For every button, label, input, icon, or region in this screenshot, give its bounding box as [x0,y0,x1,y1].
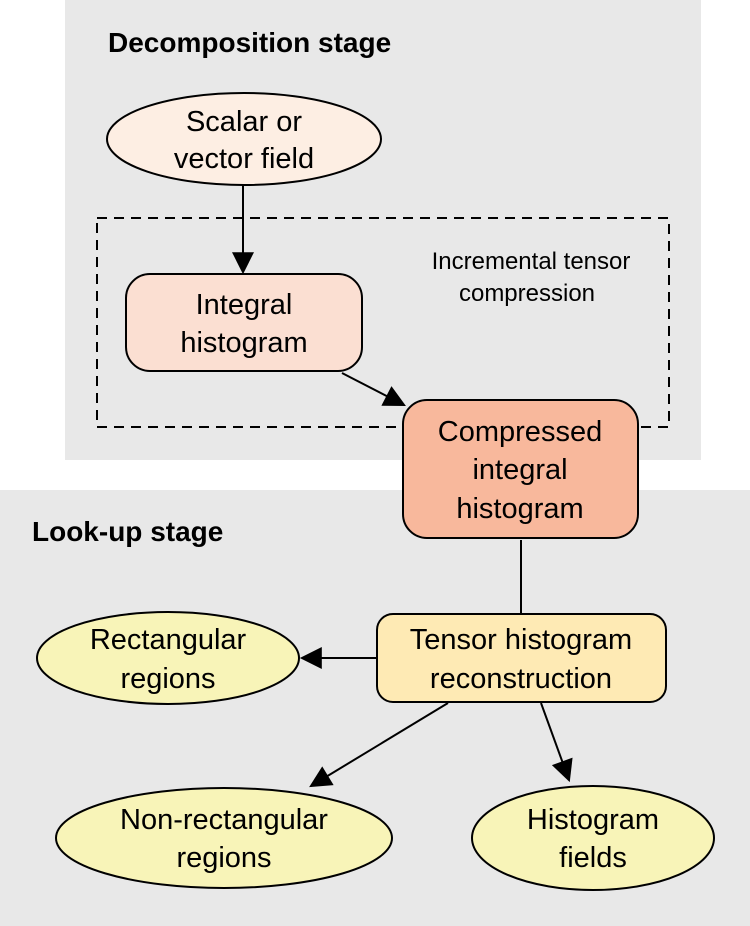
node-compressed-histogram-line3: histogram [456,493,583,525]
node-integral-histogram-line1: Integral [196,289,293,321]
compression-note-line2: compression [459,280,595,307]
arrow-reconstruction-to-histogram-fields [540,702,573,783]
node-tensor-reconstruction [376,613,667,703]
node-scalar-field-line1: Scalar or [186,106,302,138]
compression-note-line1: Incremental tensor [432,248,631,275]
node-compressed-histogram-line2: integral [472,454,567,486]
node-scalar-field-line2: vector field [174,143,314,175]
decomposition-stage-panel [65,0,701,460]
node-histogram-fields-line1: Histogram [527,804,659,836]
node-tensor-reconstruction-line2: reconstruction [430,663,612,695]
node-histogram-fields [471,785,715,891]
node-rectangular-regions-line2: regions [120,663,215,695]
node-integral-histogram-line2: histogram [180,327,307,359]
node-nonrectangular-regions-line1: Non-rectangular [120,804,328,836]
lookup-stage-title: Look-up stage [32,516,223,547]
node-histogram-fields-line2: fields [559,842,627,874]
arrow-integral-to-compressed [341,372,406,407]
node-scalar-field [106,92,382,186]
node-rectangular-regions [36,611,300,705]
node-rectangular-regions-line1: Rectangular [90,624,247,656]
node-integral-histogram [125,273,363,372]
decomposition-stage-title: Decomposition stage [108,27,391,58]
arrow-reconstruction-to-nonrectangular [309,702,449,788]
node-nonrectangular-regions [55,787,393,889]
node-compressed-histogram [402,399,639,539]
node-tensor-reconstruction-line1: Tensor histogram [410,624,632,656]
node-compressed-histogram-line1: Compressed [438,416,602,448]
node-nonrectangular-regions-line2: regions [176,842,271,874]
